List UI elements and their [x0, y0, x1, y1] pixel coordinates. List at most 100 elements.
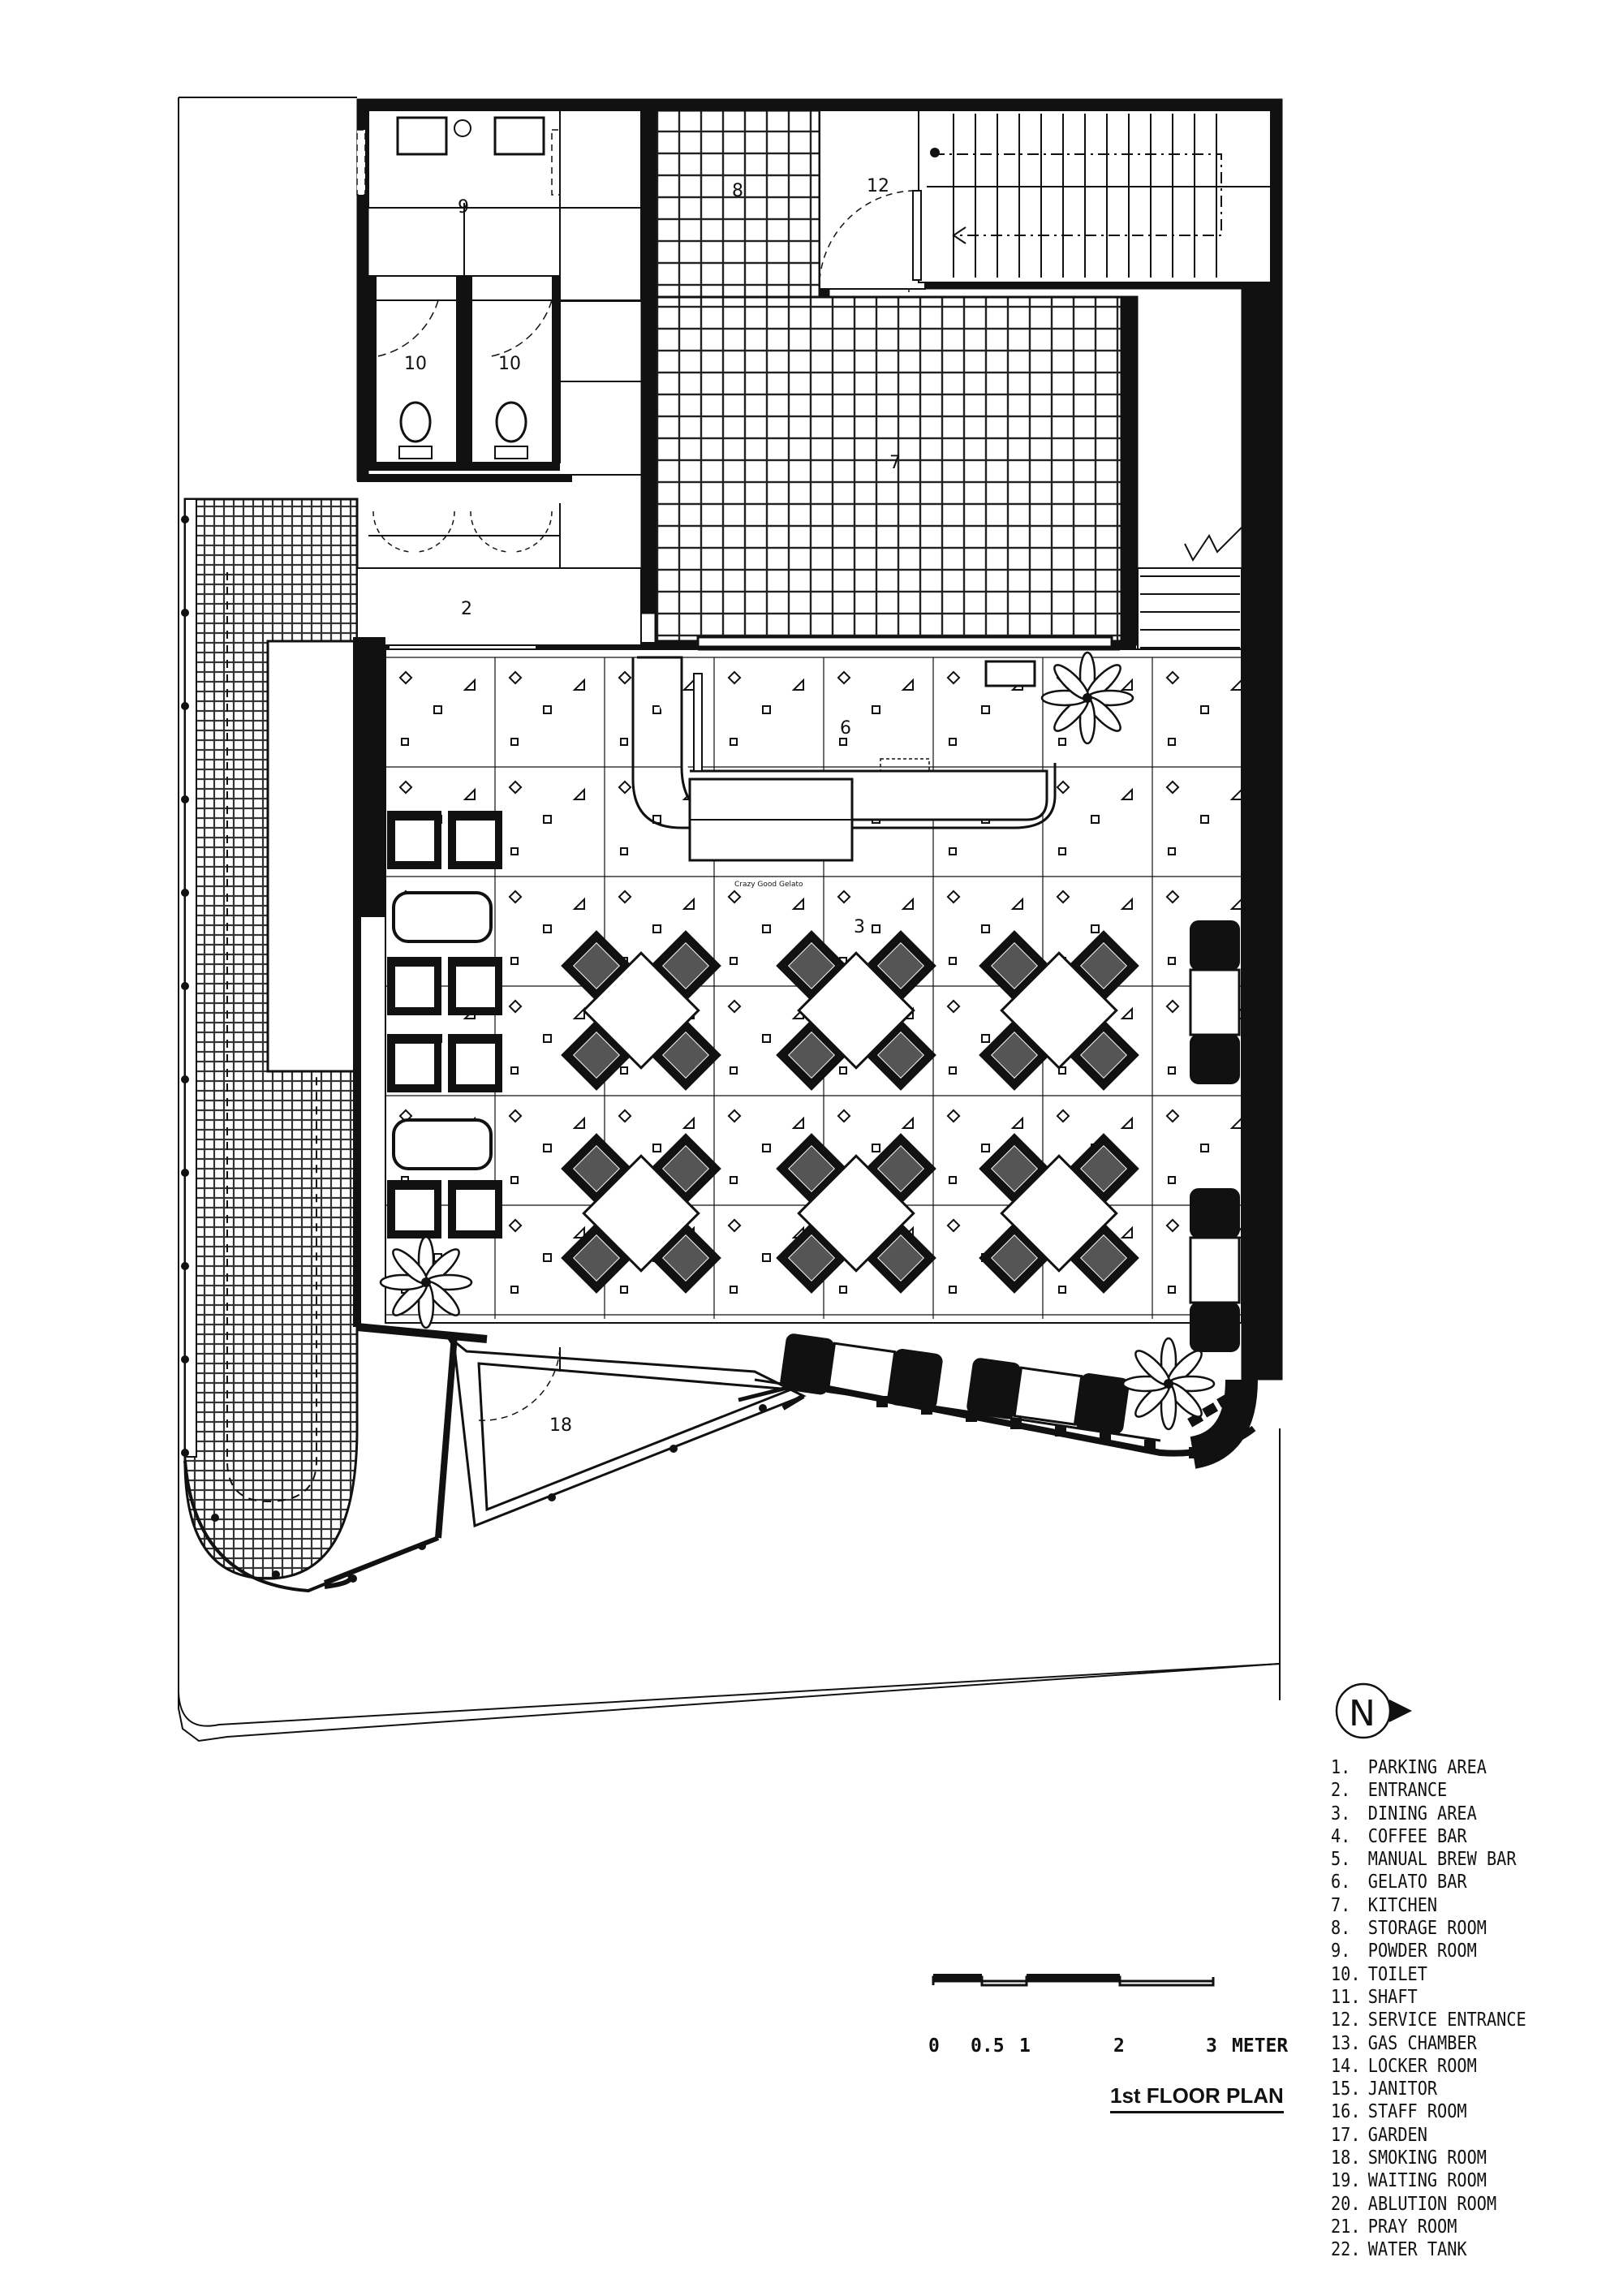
- chair-seat: [788, 1234, 835, 1282]
- tile-mark: [543, 924, 552, 933]
- legend-item: 12.SERVICE ENTRANCE: [1331, 2009, 1526, 2031]
- post: [181, 795, 189, 803]
- legend-item: 9.POWDER ROOM: [1331, 1940, 1526, 1962]
- booth-seat-cushion: [394, 819, 436, 863]
- mullion: [1216, 1393, 1233, 1408]
- tile-mark: [1168, 957, 1176, 965]
- tile-mark: [508, 780, 523, 795]
- tile-mark: [946, 890, 961, 904]
- tile-mark: [946, 1218, 961, 1233]
- room-label-9: 9: [458, 197, 469, 218]
- tile-mark: [510, 1176, 519, 1184]
- gelato-bar: [631, 648, 1120, 862]
- legend-item-number: 8.: [1331, 1918, 1351, 1940]
- tile-mark: [618, 670, 632, 685]
- legend-item: 13.GAS CHAMBER: [1331, 2032, 1526, 2055]
- plant-icon: [1040, 651, 1134, 745]
- room-label-2: 2: [461, 599, 472, 619]
- room-label-8: 8: [732, 181, 743, 201]
- post: [181, 1262, 189, 1270]
- tile-mark: [949, 957, 957, 965]
- room-label-6: 6: [840, 718, 851, 739]
- dining-table-set: [561, 930, 721, 1091]
- legend-item: 10.TOILET: [1331, 1963, 1526, 1986]
- tile-mark: [1165, 670, 1180, 685]
- booth-seat: [780, 1333, 834, 1395]
- legend-item: 5.MANUAL BREW BAR: [1331, 1848, 1526, 1871]
- tile-mark: [620, 1066, 628, 1075]
- booth-seat: [1190, 1188, 1240, 1238]
- gelato-bar-sign: Crazy Good Gelato: [734, 881, 803, 889]
- legend-item: 18.SMOKING ROOM: [1331, 2147, 1526, 2169]
- parking-edge: [183, 1460, 439, 1593]
- chair-seat: [1080, 1145, 1127, 1192]
- tile-mark: [543, 1144, 552, 1152]
- tile-mark: [791, 897, 804, 910]
- tile-mark: [1168, 847, 1176, 855]
- legend-item-label: SMOKING ROOM: [1367, 2147, 1487, 2169]
- tile-mark: [1200, 705, 1209, 714]
- tile-mark: [1200, 1144, 1209, 1152]
- post: [181, 1169, 189, 1177]
- tile-mark: [1165, 999, 1180, 1014]
- legend-item: 6.GELATO BAR: [1331, 1871, 1526, 1893]
- plan-title: 1st FLOOR PLAN: [1110, 2083, 1284, 2113]
- tile-mark: [791, 678, 804, 691]
- plant-icon: [1121, 1337, 1216, 1431]
- chair-seat: [877, 942, 924, 989]
- booth-table: [392, 1118, 493, 1170]
- legend-item-number: 14.: [1331, 2055, 1361, 2077]
- tile-mark: [727, 1218, 742, 1233]
- table-top: [582, 1154, 700, 1273]
- tile-mark: [508, 999, 523, 1014]
- tile-mark: [510, 957, 519, 965]
- tile-mark: [618, 780, 632, 795]
- legend-item-number: 16.: [1331, 2101, 1361, 2123]
- table-top: [1000, 1154, 1118, 1273]
- scale-tick-2: 2: [1113, 2035, 1125, 2057]
- tile-mark: [1091, 815, 1100, 824]
- legend-item-label: KITCHEN: [1367, 1894, 1438, 1916]
- right-wall-booths: [780, 920, 1241, 1435]
- tile-mark: [839, 738, 847, 746]
- tile-mark: [433, 705, 442, 714]
- north-arrow: [1335, 1682, 1412, 1739]
- table-top: [582, 951, 700, 1070]
- post: [181, 1449, 189, 1457]
- entrance-area: [356, 567, 642, 917]
- tile-mark: [1165, 780, 1180, 795]
- legend-item-number: 1.: [1331, 1757, 1351, 1778]
- room-labels: 2 3 6 7 8 9 10 10 12 18: [404, 176, 901, 1436]
- tile-mark: [901, 897, 914, 910]
- legend-item-number: 20.: [1331, 2193, 1361, 2215]
- legend-item-label: ABLUTION ROOM: [1367, 2193, 1497, 2215]
- service-entrance: [819, 110, 1272, 290]
- powder-room: [356, 110, 642, 569]
- tile-mark: [949, 1286, 957, 1294]
- tile-mark: [730, 1176, 738, 1184]
- tile-mark: [1010, 897, 1023, 910]
- legend-item: 1.PARKING AREA: [1331, 1756, 1526, 1779]
- booth-seat: [1190, 1302, 1240, 1352]
- legend-item-label: SHAFT: [1367, 1986, 1418, 2008]
- legend-item-label: STORAGE ROOM: [1367, 1918, 1487, 1940]
- legend-item-label: WATER TANK: [1367, 2239, 1467, 2261]
- table-top: [797, 951, 915, 1070]
- tile-mark: [837, 890, 851, 904]
- legend-item-number: 17.: [1331, 2124, 1361, 2146]
- legend-item-number: 11.: [1331, 1986, 1361, 2008]
- tile-mark: [1056, 1109, 1070, 1123]
- tile-mark: [791, 1116, 804, 1129]
- legend-item-number: 6.: [1331, 1872, 1351, 1893]
- tile-mark: [543, 815, 552, 824]
- tile-mark: [510, 1286, 519, 1294]
- facade-mullions: [876, 1383, 1248, 1458]
- tile-mark: [543, 1253, 552, 1262]
- mullion: [1231, 1383, 1248, 1398]
- tile-mark: [510, 847, 519, 855]
- tile-mark: [1229, 897, 1242, 910]
- post: [272, 1570, 280, 1579]
- booth-seat-cushion: [454, 1188, 497, 1232]
- tile-mark: [727, 890, 742, 904]
- tile-mark: [762, 1253, 771, 1262]
